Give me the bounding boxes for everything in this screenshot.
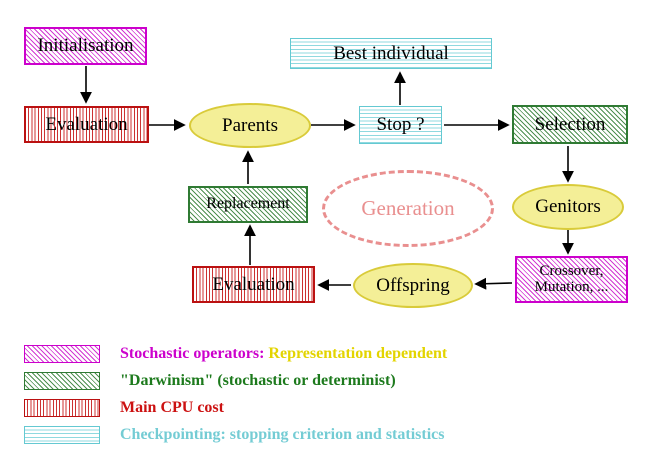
legend-row-darwinism: "Darwinism" (stochastic or determinist) xyxy=(24,371,396,391)
node-crossover-mutation: Crossover, Mutation, ... xyxy=(515,256,628,303)
node-selection-label: Selection xyxy=(534,113,606,135)
node-replacement-label: Replacement xyxy=(206,195,290,213)
node-stop-label: Stop ? xyxy=(376,114,425,136)
legend-swatch-stochastic xyxy=(24,345,100,363)
node-crossover-label: Crossover, xyxy=(539,262,604,279)
node-generation: Generation xyxy=(322,170,494,247)
legend-swatch-cpu xyxy=(24,399,100,417)
node-parents-label: Parents xyxy=(222,114,278,136)
legend-text-darwinism: "Darwinism" (stochastic or determinist) xyxy=(120,372,396,389)
node-mutation-label: Mutation, ... xyxy=(534,278,609,295)
legend-stochastic-extra: Representation dependent xyxy=(268,345,448,362)
node-evaluation-top-label: Evaluation xyxy=(45,113,128,135)
node-offspring-label: Offspring xyxy=(376,274,450,296)
node-selection: Selection xyxy=(512,105,628,144)
node-generation-label: Generation xyxy=(361,196,455,221)
node-evaluation-bottom-label: Evaluation xyxy=(212,273,295,295)
node-best-individual: Best individual xyxy=(290,38,492,69)
legend-text-stochastic: Stochastic operators: Representation dep… xyxy=(120,345,447,363)
legend-text-checkpointing: Checkpointing: stopping criterion and st… xyxy=(120,426,445,443)
node-offspring: Offspring xyxy=(353,263,473,308)
node-parents: Parents xyxy=(189,103,311,148)
legend-row-cpu: Main CPU cost xyxy=(24,398,224,418)
node-genitors: Genitors xyxy=(512,184,624,230)
node-best-individual-label: Best individual xyxy=(333,42,449,64)
legend-swatch-darwinism xyxy=(24,372,100,390)
legend-row-stochastic: Stochastic operators: Representation dep… xyxy=(24,344,447,364)
node-stop: Stop ? xyxy=(359,106,442,144)
legend-row-checkpointing: Checkpointing: stopping criterion and st… xyxy=(24,425,444,445)
node-evaluation-top: Evaluation xyxy=(24,106,149,143)
node-genitors-label: Genitors xyxy=(535,196,601,218)
node-evaluation-bottom: Evaluation xyxy=(192,266,315,303)
node-initialisation: Initialisation xyxy=(24,27,147,65)
node-replacement: Replacement xyxy=(188,186,308,223)
legend-text-cpu: Main CPU cost xyxy=(120,399,224,416)
legend-stochastic-label: Stochastic operators: xyxy=(120,345,265,362)
legend-swatch-checkpointing xyxy=(24,426,100,444)
node-initialisation-label: Initialisation xyxy=(37,35,134,57)
